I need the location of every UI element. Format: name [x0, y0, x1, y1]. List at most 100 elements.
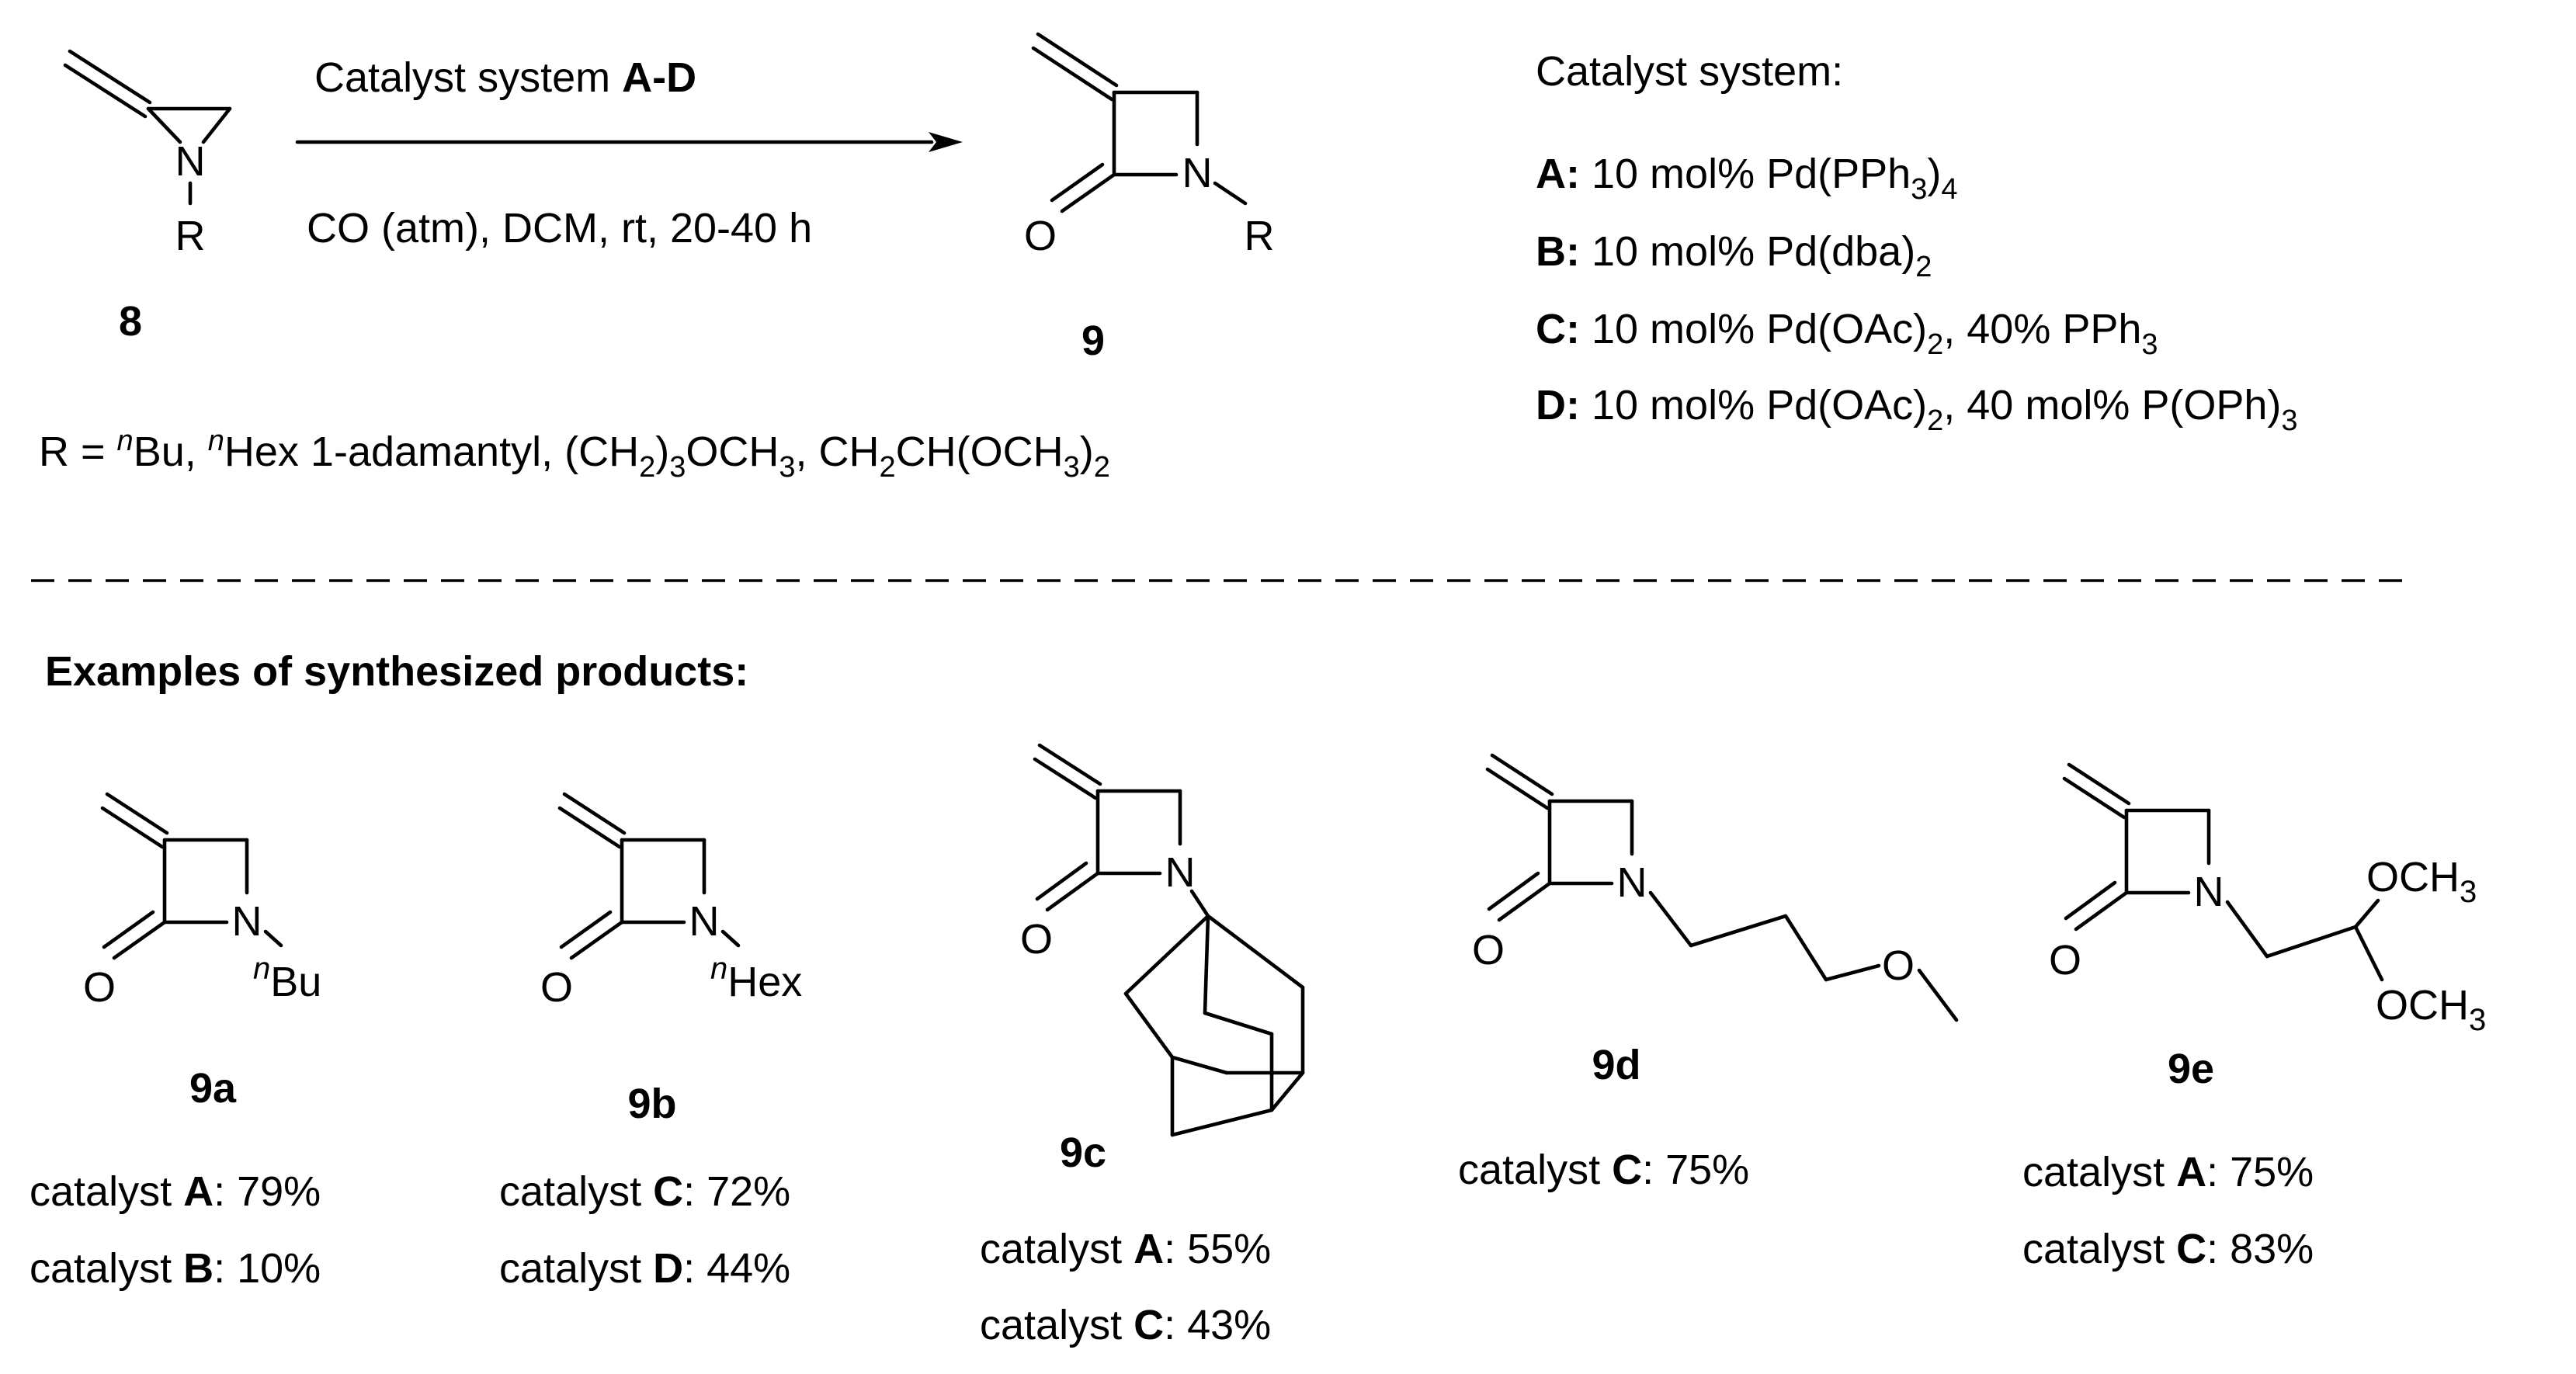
atom-O: O	[1024, 213, 1057, 259]
result-9e-1: catalyst A: 75%	[2022, 1149, 2314, 1195]
result-9a-1: catalyst A: 79%	[30, 1168, 321, 1215]
bond	[569, 920, 624, 960]
bond	[1170, 1055, 1229, 1075]
bond	[1045, 871, 1100, 912]
bond	[1033, 757, 1098, 800]
catalyst-text: 10 mol% Pd(OAc)	[1580, 382, 1927, 429]
substituent-text: Hex	[727, 959, 802, 1005]
atom-R: R	[175, 213, 206, 259]
result-prefix: catalyst	[980, 1302, 1134, 1348]
r-text: )	[655, 429, 669, 475]
subscript: 2	[1915, 251, 1932, 283]
result-catalyst: C	[1612, 1147, 1642, 1193]
bond	[1203, 914, 1210, 1015]
bond	[1485, 767, 1550, 810]
bond	[100, 806, 165, 849]
methoxy-text: OCH	[2366, 854, 2460, 900]
result-yield: : 44%	[683, 1245, 790, 1292]
result-catalyst: A	[2176, 1149, 2206, 1195]
catalyst-key: D:	[1536, 382, 1580, 429]
bond	[2225, 900, 2269, 959]
methoxy-group: OCH3	[2366, 854, 2477, 909]
substituent-nhex: nHex	[710, 952, 802, 1005]
result-yield: : 43%	[1164, 1302, 1271, 1348]
bond	[2353, 925, 2384, 982]
structure-8: N R	[63, 49, 232, 259]
result-9d-1: catalyst C: 75%	[1458, 1147, 1749, 1193]
bond	[1036, 32, 1119, 88]
subscript: 3	[779, 451, 795, 484]
bond	[105, 792, 169, 835]
bond	[1689, 914, 1788, 948]
bond	[112, 920, 167, 960]
result-yield: : 55%	[1164, 1226, 1271, 1272]
structure-9c: N O	[1020, 743, 1305, 1137]
superscript: n	[117, 425, 134, 457]
subscript: 3	[2460, 875, 2477, 909]
bond	[1203, 1011, 1274, 1036]
bond	[1123, 914, 1210, 996]
bond	[1189, 889, 1210, 918]
compound-label-9e: 9e	[2168, 1046, 2214, 1092]
bond	[1050, 162, 1105, 203]
result-yield: : 79%	[214, 1168, 321, 1215]
bond	[146, 106, 182, 144]
atom-O: O	[83, 964, 116, 1011]
r-text: )	[1080, 429, 1094, 475]
bond	[1648, 890, 1693, 948]
superscript: n	[208, 425, 224, 457]
bond	[2067, 762, 2131, 806]
atom-N: N	[1165, 849, 1196, 896]
bond	[1170, 1108, 1274, 1137]
adamantyl-cage	[1123, 914, 1305, 1137]
bond	[1917, 968, 1959, 1022]
bond	[1060, 172, 1116, 213]
atom-O: O	[540, 964, 573, 1011]
compound-label-9a: 9a	[189, 1065, 237, 1112]
r-text: Bu,	[134, 429, 208, 475]
bond	[1487, 871, 1540, 911]
superscript: n	[710, 952, 727, 986]
result-catalyst: C	[653, 1168, 683, 1215]
subscript: 3	[2141, 328, 2158, 361]
structure-9d: N O O	[1472, 753, 1959, 1022]
bond	[559, 910, 613, 949]
subscript: 3	[669, 451, 686, 484]
r-text: OCH	[686, 429, 779, 475]
reaction-arrow	[295, 132, 963, 152]
result-yield: : 72%	[683, 1168, 790, 1215]
catalyst-text: 10 mol% Pd(dba)	[1580, 228, 1915, 275]
result-prefix: catalyst	[980, 1226, 1134, 1272]
result-catalyst: C	[1134, 1302, 1164, 1348]
catalyst-key: B:	[1536, 228, 1580, 275]
bond	[1035, 861, 1088, 901]
catalyst-text: )	[1927, 151, 1941, 197]
bond	[1783, 914, 1828, 982]
result-catalyst: C	[2176, 1226, 2206, 1272]
catalyst-key: C:	[1536, 306, 1580, 352]
result-catalyst: D	[653, 1245, 683, 1292]
bond	[1824, 963, 1881, 982]
arrow-head	[929, 132, 963, 152]
catalyst-text: 10 mol% Pd(OAc)	[1580, 306, 1927, 352]
result-yield: : 83%	[2206, 1226, 2314, 1272]
bond	[102, 910, 155, 949]
atom-O: O	[1472, 927, 1505, 973]
arrow-conditions-bottom: CO (atm), DCM, rt, 20-40 h	[307, 205, 812, 252]
r-text: , CH	[795, 429, 879, 475]
atom-N: N	[232, 898, 262, 945]
compound-label-9d: 9d	[1592, 1042, 1640, 1088]
catalyst-key: A:	[1536, 151, 1580, 197]
result-yield: : 75%	[1642, 1147, 1749, 1193]
r-text: CH(OCH	[896, 429, 1064, 475]
compound-label-9c: 9c	[1060, 1129, 1106, 1176]
subscript: 2	[639, 451, 655, 484]
result-prefix: catalyst	[30, 1168, 183, 1215]
compound-label-9b: 9b	[627, 1081, 676, 1127]
atom-O: O	[2049, 937, 2081, 984]
result-9b-2: catalyst D: 44%	[499, 1245, 790, 1292]
bond	[2062, 776, 2126, 820]
compound-label-8: 8	[119, 298, 142, 345]
arrow-conditions-top: Catalyst system A-D	[314, 54, 696, 101]
